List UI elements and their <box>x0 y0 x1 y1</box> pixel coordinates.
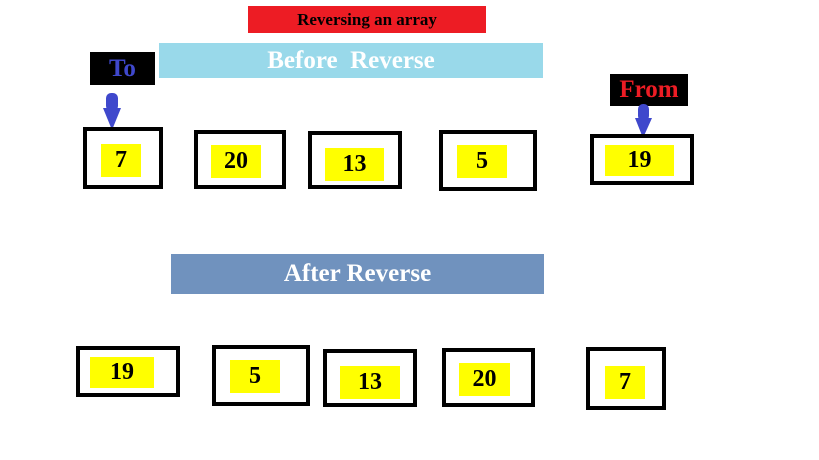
after-cell-1 <box>212 345 310 406</box>
before-value-3: 5 <box>457 145 507 178</box>
to-pointer-label: To <box>90 52 155 85</box>
after-value-4: 7 <box>605 366 645 399</box>
diagram-title: Reversing an array <box>248 6 486 33</box>
after-value-0: 19 <box>90 357 154 388</box>
to-arrow-icon <box>103 93 121 130</box>
from-arrow-icon <box>635 104 652 138</box>
before-value-1: 20 <box>211 145 261 178</box>
after-cell-3 <box>442 348 535 407</box>
from-pointer-label: From <box>610 74 688 106</box>
before-value-0: 7 <box>101 144 141 177</box>
before-cell-4 <box>590 134 694 185</box>
after-value-1: 5 <box>230 360 280 393</box>
before-reverse-banner: Before Reverse <box>159 43 543 78</box>
before-value-2: 13 <box>325 148 384 181</box>
after-reverse-banner: After Reverse <box>171 254 544 294</box>
after-value-2: 13 <box>340 366 400 399</box>
after-value-3: 20 <box>459 363 510 396</box>
before-value-4: 19 <box>605 145 674 176</box>
